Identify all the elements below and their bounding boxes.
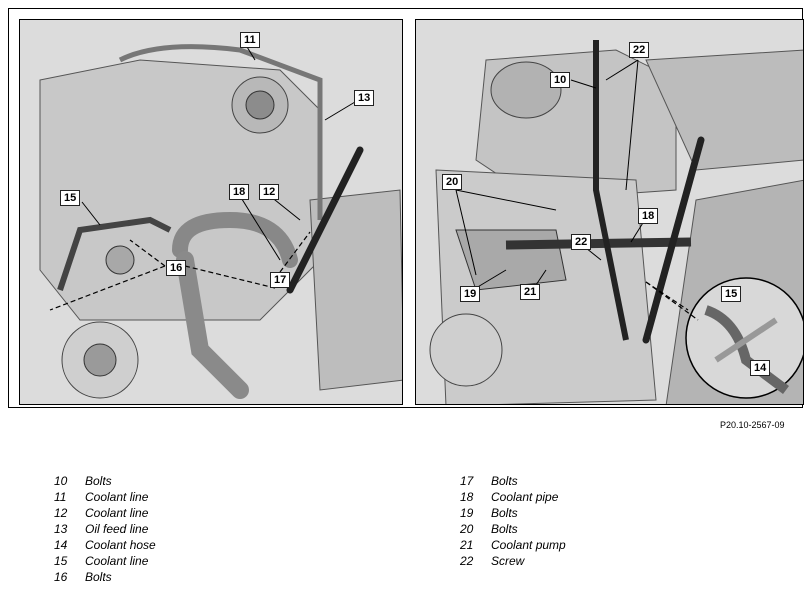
legend-text: Coolant hose	[85, 538, 156, 552]
legend-text: Coolant line	[85, 506, 149, 520]
legend-text: Coolant line	[85, 490, 149, 504]
legend-text: Bolts	[491, 522, 518, 536]
callout-10: 10	[550, 72, 571, 88]
legend-text: Oil feed line	[85, 522, 149, 536]
legend-text: Bolts	[491, 474, 518, 488]
legend-number: 13	[54, 522, 68, 536]
legend-item: 21 Coolant pump	[460, 537, 566, 553]
legend-text: Screw	[491, 554, 525, 568]
legend-text: Coolant pipe	[491, 490, 559, 504]
legend-item: 12 Coolant line	[54, 505, 156, 521]
legend-text: Bolts	[85, 570, 112, 584]
legend-number: 10	[54, 474, 68, 488]
callout-18: 18	[638, 208, 659, 224]
callout-19: 19	[460, 286, 481, 302]
callout-12: 12	[259, 184, 280, 200]
legend-number: 11	[54, 490, 67, 504]
engine-illustration-right	[416, 20, 803, 404]
legend-text: Bolts	[491, 506, 518, 520]
legend-number: 12	[54, 506, 68, 520]
callout-22-mid: 22	[571, 234, 592, 250]
legend-item: 11 Coolant line	[54, 489, 156, 505]
figure-frame: 11 13 12 18 15 16 17	[8, 8, 804, 408]
legend-item: 18 Coolant pipe	[460, 489, 566, 505]
legend-number: 19	[460, 506, 474, 520]
legend-number: 17	[460, 474, 474, 488]
legend-text: Bolts	[85, 474, 112, 488]
legend-number: 15	[54, 554, 68, 568]
legend-text: Coolant line	[85, 554, 149, 568]
callout-13: 13	[354, 90, 375, 106]
callout-18: 18	[229, 184, 250, 200]
callout-15: 15	[721, 286, 742, 302]
callout-22-top: 22	[629, 42, 650, 58]
legend-text: Coolant pump	[491, 538, 566, 552]
figure-reference-code: P20.10-2567-09	[720, 420, 785, 430]
legend-item: 19 Bolts	[460, 505, 566, 521]
callout-16: 16	[166, 260, 187, 276]
legend-item: 15 Coolant line	[54, 553, 156, 569]
legend-number: 18	[460, 490, 474, 504]
engine-view-left: 11 13 12 18 15 16 17	[19, 19, 403, 405]
callout-11: 11	[240, 32, 260, 48]
legend-item: 10 Bolts	[54, 473, 156, 489]
legend-item: 14 Coolant hose	[54, 537, 156, 553]
callout-17: 17	[270, 272, 291, 288]
legend-item: 22 Screw	[460, 553, 566, 569]
legend-number: 22	[460, 554, 474, 568]
callout-20: 20	[442, 174, 463, 190]
legend-item: 16 Bolts	[54, 569, 156, 585]
legend-number: 16	[54, 570, 68, 584]
legend-number: 21	[460, 538, 474, 552]
legend-item: 13 Oil feed line	[54, 521, 156, 537]
legend-item: 20 Bolts	[460, 521, 566, 537]
engine-illustration-left	[20, 20, 402, 404]
engine-view-right: 10 22 20 18 22 19 21 15 14	[415, 19, 804, 405]
callout-15: 15	[60, 190, 81, 206]
legend-item: 17 Bolts	[460, 473, 566, 489]
legend-number: 14	[54, 538, 68, 552]
callout-21: 21	[520, 284, 541, 300]
callout-14: 14	[750, 360, 771, 376]
legend-number: 20	[460, 522, 474, 536]
